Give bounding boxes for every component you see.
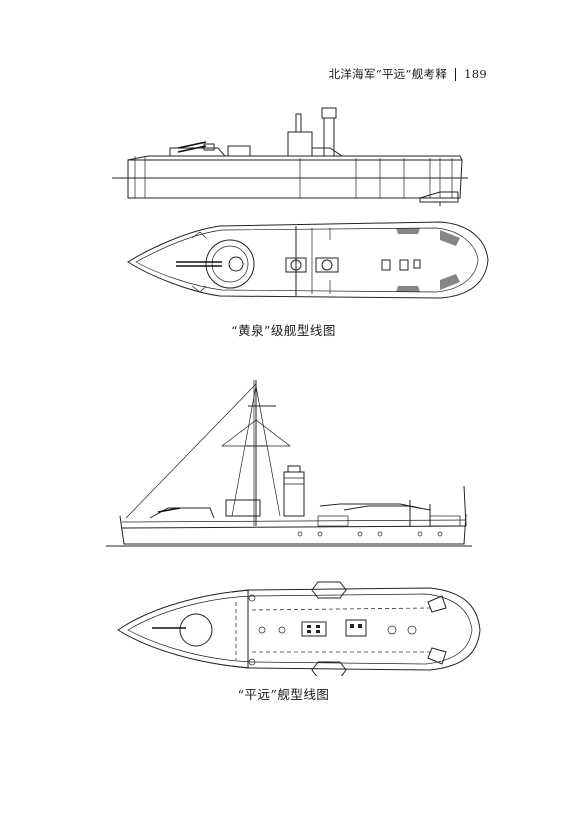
huangquan-line-drawing xyxy=(112,107,489,299)
page-number: 189 xyxy=(464,67,487,81)
huangquan-side-profile xyxy=(112,107,468,206)
figure-caption-pingyuan: “平远”舰型线图 xyxy=(237,687,330,702)
book-title: 北洋海军“平远”舰考释 xyxy=(328,67,448,81)
running-head: 北洋海军“平远”舰考释 189 xyxy=(329,66,487,82)
figure-huangquan-drawing: “黄泉”级舰型线图 xyxy=(0,100,567,338)
figure-caption-huangquan: “黄泉”级舰型线图 xyxy=(231,323,336,338)
header-separator xyxy=(455,67,457,81)
pingyuan-line-drawing xyxy=(106,380,481,676)
figure-pingyuan-drawing: “平远”舰型线图 xyxy=(0,376,567,702)
pingyuan-plan-view xyxy=(117,581,481,676)
pingyuan-side-profile xyxy=(106,380,472,547)
huangquan-plan-view xyxy=(127,221,489,299)
